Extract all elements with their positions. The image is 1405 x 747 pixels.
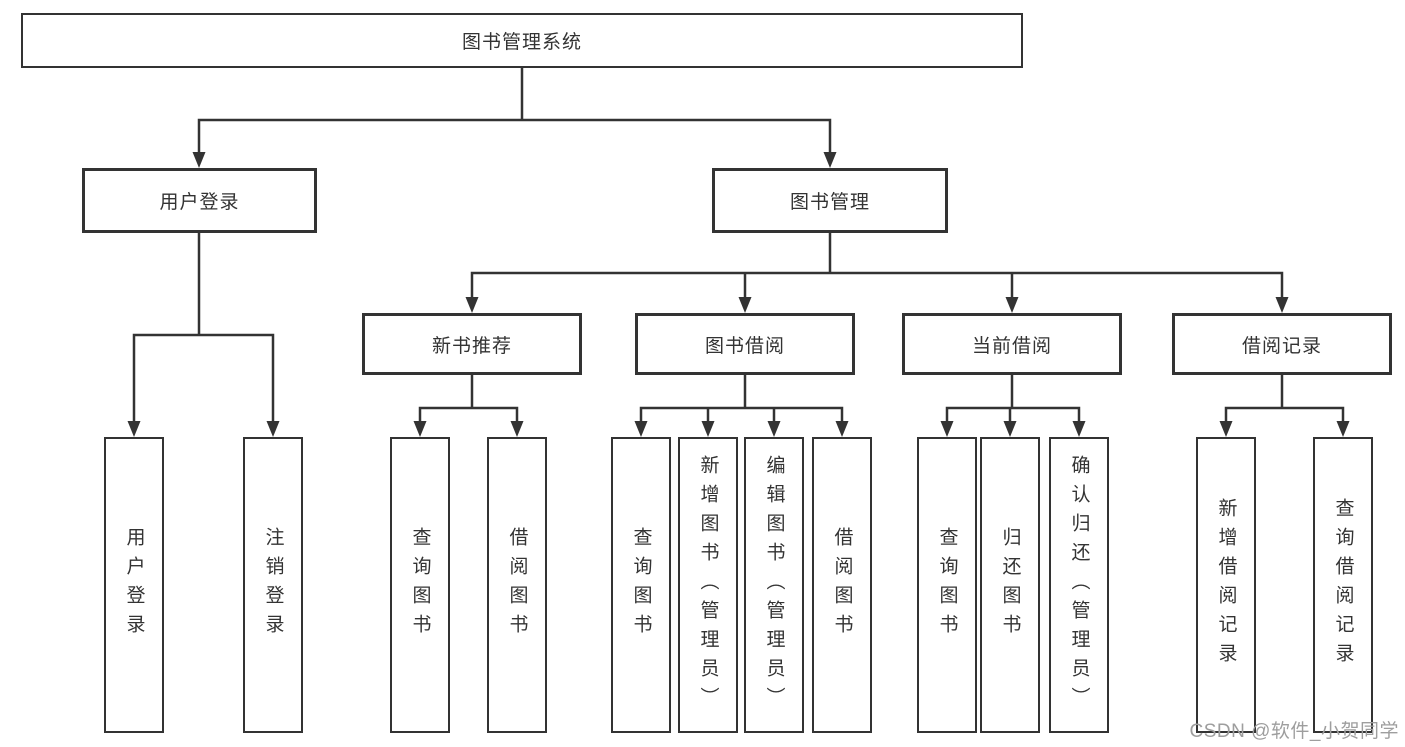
- leaf-return-books: 归还图书: [980, 437, 1040, 733]
- node-label: 图书管理系统: [461, 32, 582, 53]
- node-label: 新书推荐: [431, 335, 512, 357]
- leaf-add-books-admin: 新增图书（管理员）: [678, 437, 738, 733]
- node-current-borrowing: 当前借阅: [902, 313, 1122, 375]
- node-label: 借阅图书: [506, 527, 528, 643]
- node-label: 编辑图书（管理员）: [763, 454, 785, 716]
- leaf-user-login: 用户登录: [104, 437, 164, 733]
- node-label: 新增借阅记录: [1215, 498, 1237, 672]
- leaf-query-borrow-record: 查询借阅记录: [1313, 437, 1373, 733]
- node-user-login: 用户登录: [82, 168, 317, 233]
- node-label: 查询图书: [630, 527, 652, 643]
- node-label: 用户登录: [159, 192, 240, 213]
- node-borrowing-records: 借阅记录: [1172, 313, 1392, 375]
- leaf-borrow-books: 借阅图书: [812, 437, 872, 733]
- node-label: 查询图书: [936, 527, 958, 643]
- node-label: 用户登录: [123, 527, 145, 643]
- node-label: 注销登录: [262, 527, 284, 643]
- node-book-management: 图书管理: [712, 168, 948, 233]
- node-label: 图书管理: [789, 192, 870, 213]
- node-label: 新增图书（管理员）: [697, 454, 719, 716]
- leaf-add-borrow-record: 新增借阅记录: [1196, 437, 1256, 733]
- leaf-borrow-books-recommend: 借阅图书: [487, 437, 547, 733]
- leaf-query-books-borrowing: 查询图书: [611, 437, 671, 733]
- leaf-logout: 注销登录: [243, 437, 303, 733]
- node-root-system: 图书管理系统: [21, 13, 1023, 68]
- node-label: 当前借阅: [971, 335, 1052, 357]
- node-label: 确认归还（管理员）: [1068, 454, 1090, 716]
- leaf-query-books-current: 查询图书: [917, 437, 977, 733]
- leaf-query-books-recommend: 查询图书: [390, 437, 450, 733]
- leaf-edit-books-admin: 编辑图书（管理员）: [744, 437, 804, 733]
- node-label: 借阅图书: [831, 527, 853, 643]
- node-label: 查询借阅记录: [1332, 498, 1354, 672]
- node-label: 借阅记录: [1241, 335, 1322, 357]
- csdn-watermark: CSDN @软件_小贺同学: [1189, 721, 1399, 742]
- node-label: 查询图书: [409, 527, 431, 643]
- node-book-borrowing: 图书借阅: [635, 313, 855, 375]
- node-new-book-recommendation: 新书推荐: [362, 313, 582, 375]
- node-label: 归还图书: [999, 527, 1021, 643]
- node-label: 图书借阅: [704, 335, 785, 357]
- leaf-confirm-return-admin: 确认归还（管理员）: [1049, 437, 1109, 733]
